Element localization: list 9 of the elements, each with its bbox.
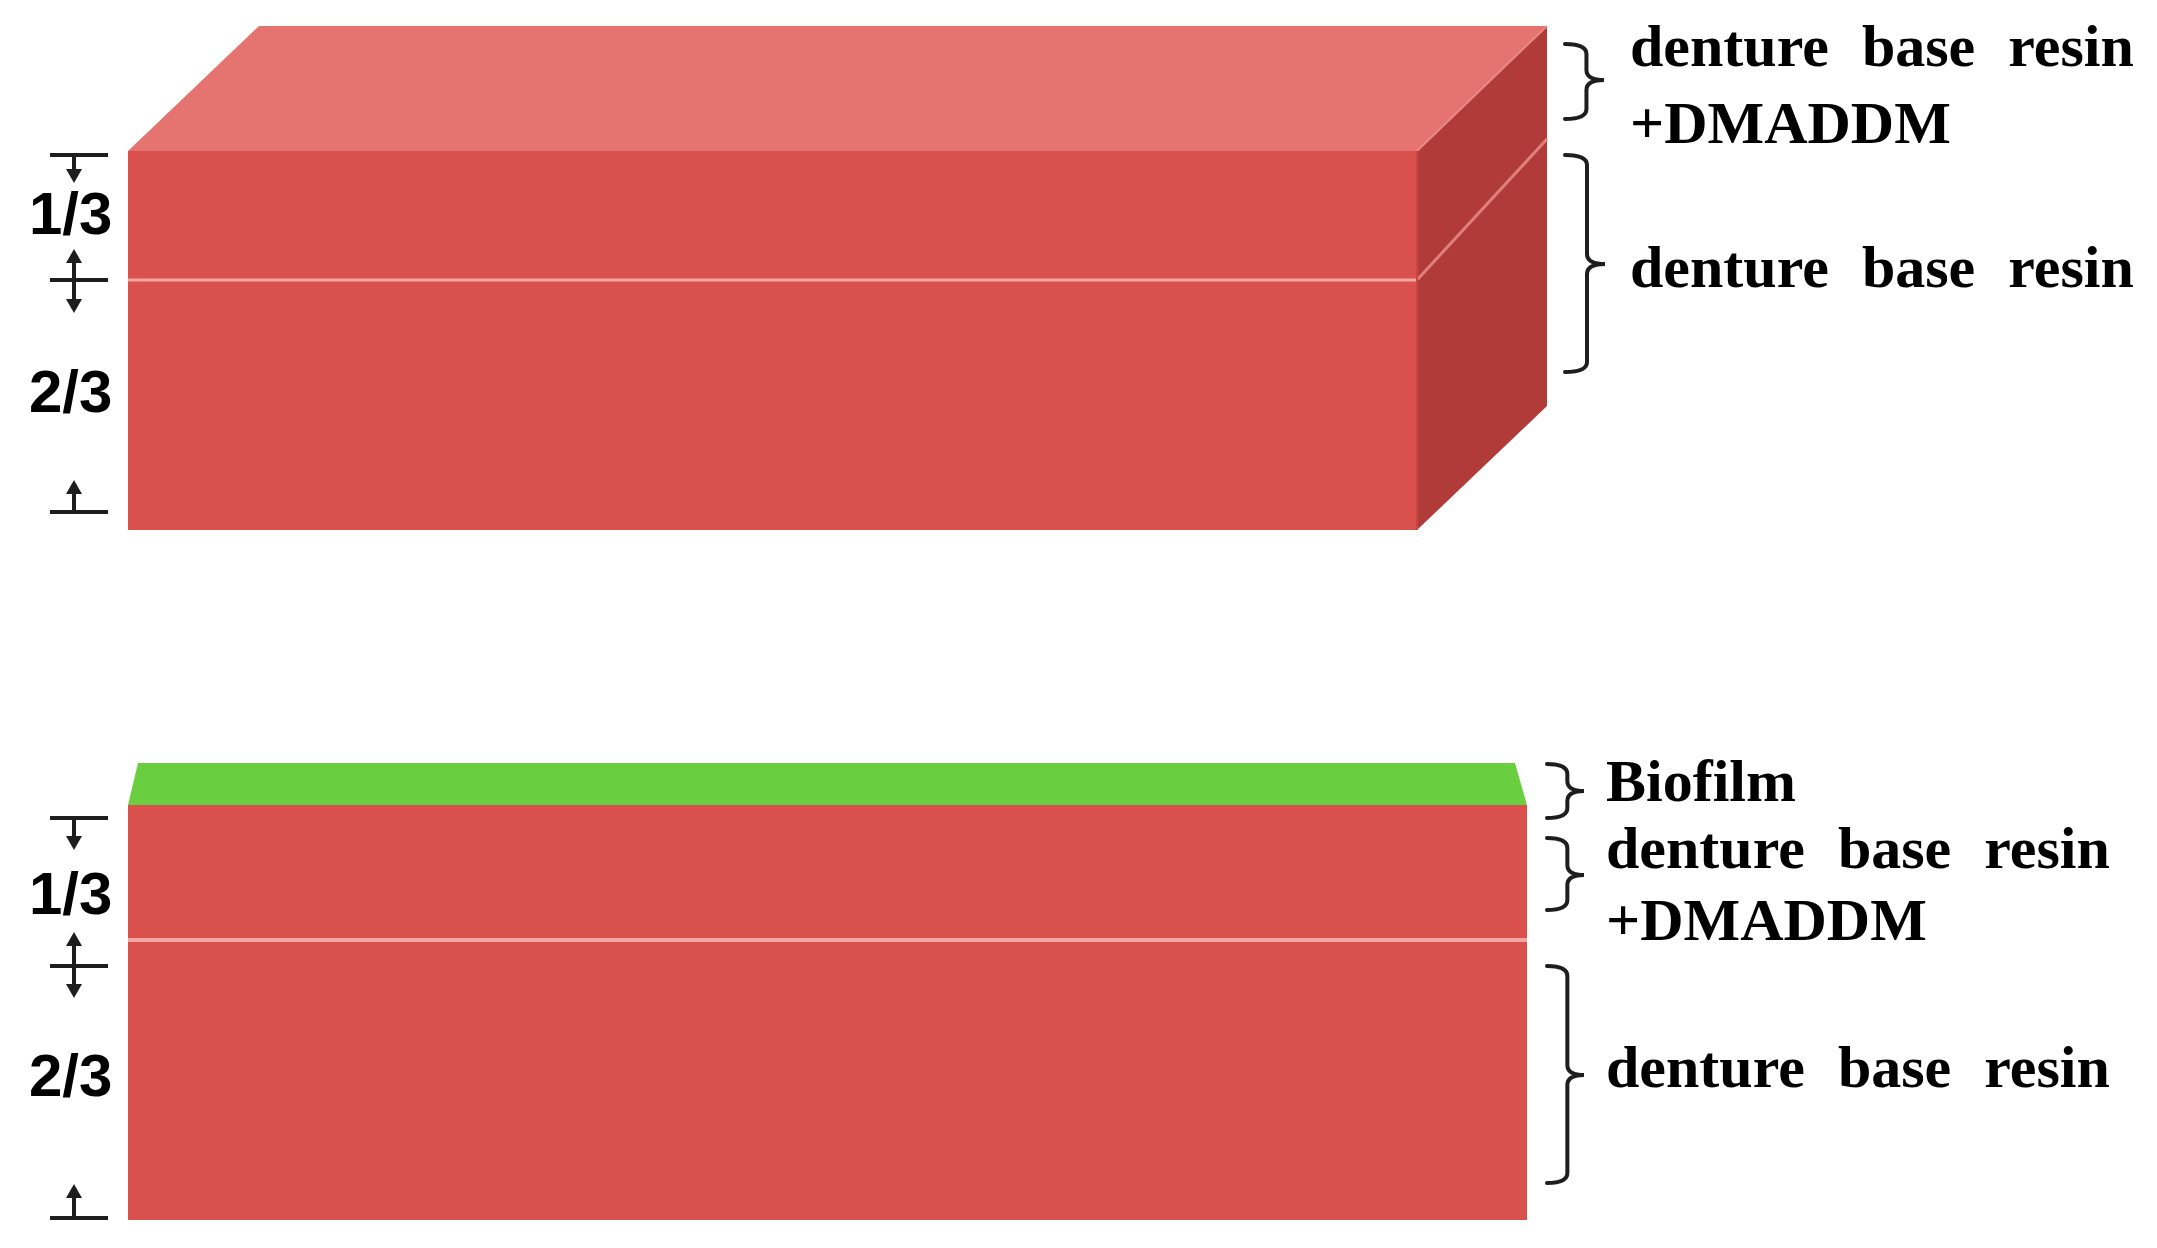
layer-label: denture base resin +DMADDM: [1630, 12, 2135, 158]
thickness-label: 2/3: [29, 1046, 113, 1106]
layer-label: denture base resin +DMADDM: [1606, 814, 2111, 955]
thickness-label: 1/3: [29, 864, 113, 924]
layer-label: denture base resin: [1606, 1033, 2111, 1102]
layer-label: denture base resin: [1630, 233, 2135, 302]
thickness-label: 2/3: [29, 362, 113, 422]
layer-label: Biofilm: [1606, 751, 1797, 811]
thickness-label: 1/3: [29, 184, 113, 244]
